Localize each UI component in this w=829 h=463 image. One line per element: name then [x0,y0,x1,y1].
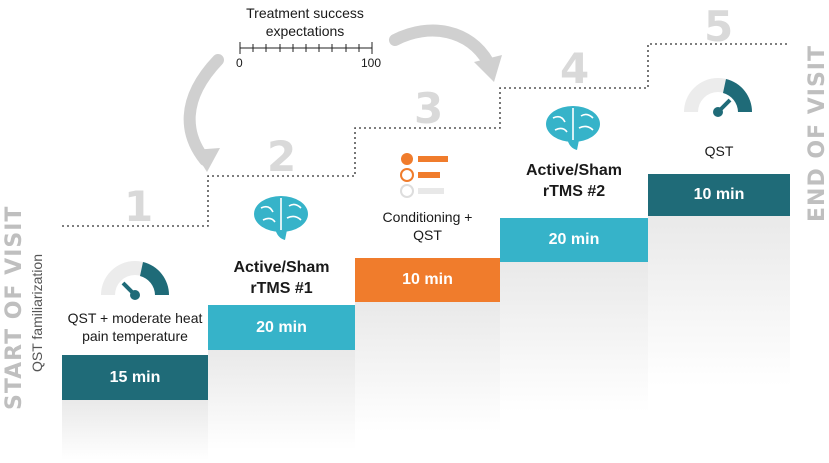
step-5-label: QST [704,143,734,159]
step-4-duration-box: 20 min [500,218,648,262]
step-5-duration-box: 10 min [648,174,790,216]
step-3-number: 3 [414,84,444,133]
shadow-2 [208,350,355,450]
step-4-label: Active/Sham rTMS #2 [525,162,623,200]
shadow-4 [500,262,648,412]
end-of-visit-label: END OF VISIT [805,45,829,222]
brain-icon [254,196,308,240]
pain-gauge-icon [101,261,169,300]
curved-arrow-left [183,54,224,166]
pain-gauge-icon [684,78,752,117]
shadow-1 [62,400,208,460]
qst-familiarization-label: QST familiarization [29,253,45,372]
scale-max-label: 100 [361,56,382,70]
step-1-label: QST + moderate heat pain temperature [67,310,203,344]
shadow-5 [648,216,790,386]
curved-arrow-right [389,24,494,68]
step-5-number: 5 [704,2,734,51]
step-1-duration-box: 15 min [62,355,208,400]
step-4-number: 4 [560,44,590,93]
expectations-title: Treatment success expectations [246,5,364,39]
rating-list-icon [400,153,448,198]
step-1-number: 1 [124,182,154,231]
step-2-label: Active/Sham rTMS #1 [233,259,330,297]
expectation-scale [239,42,373,54]
shadow-3 [355,302,500,432]
step-3-label: Conditioning + QST [382,209,473,243]
start-of-visit-label: START OF VISIT [2,205,27,410]
step-2-number: 2 [267,132,297,181]
step-3-duration-box: 10 min [355,258,500,302]
brain-icon [546,106,600,150]
scale-min-label: 0 [236,56,243,70]
step-2-duration-box: 20 min [208,305,355,350]
